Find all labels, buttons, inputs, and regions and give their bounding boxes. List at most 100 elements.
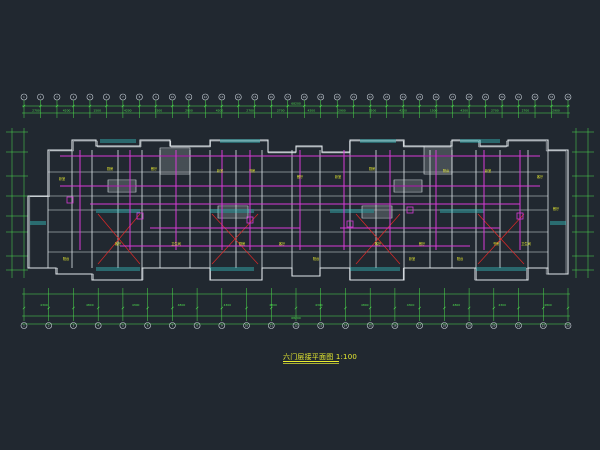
- top-tick: [434, 104, 438, 108]
- bottom-tick: [368, 306, 372, 310]
- top-dimension-text: 2900: [185, 109, 193, 113]
- top-tick: [236, 104, 240, 108]
- axis-bubble-bottom-label: 17: [418, 324, 422, 328]
- top-tick: [352, 104, 356, 108]
- bottom-tick: [492, 306, 496, 310]
- top-tick: [451, 104, 455, 108]
- axis-bubble-bottom-label: 8: [196, 324, 198, 328]
- caption-underline: [283, 361, 339, 362]
- room-label: 卧室: [409, 256, 415, 261]
- room-label: 卧室: [217, 168, 223, 173]
- top-tick: [302, 104, 306, 108]
- axis-bubble-bottom: [416, 322, 423, 329]
- axis-bubble-top-label: 18: [303, 95, 307, 99]
- bottom-dimension-text: 4800: [544, 303, 552, 307]
- top-dimension-text: 2700: [491, 109, 499, 113]
- bottom-tick: [517, 306, 520, 310]
- top-dimension-text: 2700: [32, 109, 40, 113]
- room-label: 阳台: [313, 256, 319, 261]
- axis-bubble-bottom: [342, 322, 349, 329]
- top-dimension-text: 2900: [338, 109, 346, 113]
- top-dimension-text: 2700: [522, 109, 530, 113]
- axis-bubble-top-label: 4: [73, 95, 75, 99]
- axis-bubble-top-label: 34: [566, 95, 570, 99]
- axis-bubble-bottom: [169, 322, 176, 329]
- room-label: 阳台: [63, 256, 69, 261]
- bottom-dimension-text: 4300: [498, 303, 506, 307]
- bottom-dimension-text: 4800: [86, 303, 94, 307]
- axis-bubble-bottom-label: 6: [147, 324, 149, 328]
- top-tick: [533, 104, 537, 108]
- bottom-tick: [393, 306, 397, 310]
- bottom-total-dimension: 68200: [291, 316, 301, 320]
- top-dimension-text: 4200: [307, 109, 315, 113]
- axis-bubble-top-label: 2: [40, 95, 42, 99]
- room-label: 阳台: [443, 168, 449, 173]
- bottom-tick: [294, 306, 298, 310]
- axis-bubble-top-label: 17: [286, 95, 290, 99]
- red-diagonal: [477, 213, 525, 265]
- top-tick: [269, 104, 273, 108]
- top-dimension-text: 1500: [155, 109, 163, 113]
- top-tick: [39, 104, 42, 108]
- top-tick: [467, 104, 471, 108]
- axis-bubble-bottom-label: 9: [221, 324, 223, 328]
- axis-bubble-bottom-label: 4: [97, 324, 99, 328]
- bottom-dimension-text: 4800: [269, 303, 277, 307]
- axis-bubble-top-label: 5: [89, 95, 91, 99]
- axis-bubble-bottom-label: 19: [467, 324, 471, 328]
- room-label: 客厅: [375, 241, 382, 246]
- bottom-dimension-text: 4300: [223, 303, 231, 307]
- axis-bubble-bottom: [144, 322, 151, 329]
- pipe-junction: [516, 212, 524, 220]
- bottom-tick: [22, 306, 26, 310]
- axis-bubble-bottom: [243, 322, 250, 329]
- axis-bubble-bottom: [193, 322, 201, 329]
- axis-bubble-bottom: [564, 322, 572, 329]
- top-tick: [368, 104, 372, 108]
- top-dimension-text: 1500: [93, 109, 101, 113]
- axis-bubble-bottom-label: 22: [542, 324, 546, 328]
- top-dimension-text: 4200: [460, 109, 468, 113]
- drawing-caption: 六门层接平面图 1:100: [283, 353, 357, 361]
- top-dimension-text: 1500: [430, 109, 438, 113]
- axis-bubble-top-label: 8: [139, 95, 141, 99]
- room-label: 书房: [249, 168, 255, 173]
- axis-bubble-bottom: [70, 322, 77, 329]
- axis-bubble-bottom: [292, 322, 300, 329]
- axis-bubble-bottom-label: 15: [369, 324, 373, 328]
- axis-bubble-top-label: 27: [451, 95, 455, 99]
- axis-bubble-bottom: [45, 322, 53, 329]
- top-total-dimension: 68200: [291, 102, 301, 106]
- axis-bubble-bottom: [20, 322, 28, 329]
- top-dimension-text: 4200: [399, 109, 407, 113]
- top-tick: [154, 104, 158, 108]
- axis-bubble-top-label: 22: [369, 95, 373, 99]
- axis-bubble-top-label: 33: [550, 95, 554, 99]
- axis-bubble-bottom: [465, 322, 473, 329]
- top-dimension-text: 2700: [277, 109, 285, 113]
- axis-bubble-bottom-label: 11: [270, 324, 274, 328]
- top-tick: [187, 104, 191, 108]
- bottom-dimension-text: 4300: [132, 303, 140, 307]
- axis-bubble-bottom-label: 2: [48, 324, 50, 328]
- top-tick: [203, 104, 207, 108]
- axis-bubble-top-label: 1: [23, 95, 25, 99]
- axis-bubble-top-label: 13: [220, 95, 224, 99]
- axis-bubble-top-label: 19: [319, 95, 323, 99]
- bottom-dimension-text: 4800: [178, 303, 186, 307]
- axis-bubble-bottom-label: 18: [443, 324, 447, 328]
- top-tick: [121, 104, 125, 108]
- top-tick: [319, 104, 323, 108]
- bottom-dimension-text: 4300: [315, 303, 323, 307]
- axis-bubble-bottom-label: 12: [294, 324, 298, 328]
- top-tick: [220, 104, 224, 108]
- axis-bubble-top-label: 16: [270, 95, 274, 99]
- axis-bubble-top-label: 32: [533, 95, 537, 99]
- bottom-tick: [72, 306, 75, 310]
- bottom-tick: [442, 306, 446, 310]
- pipe-junction: [136, 212, 144, 220]
- room-label: 客厅: [115, 241, 122, 246]
- bottom-tick: [467, 306, 471, 310]
